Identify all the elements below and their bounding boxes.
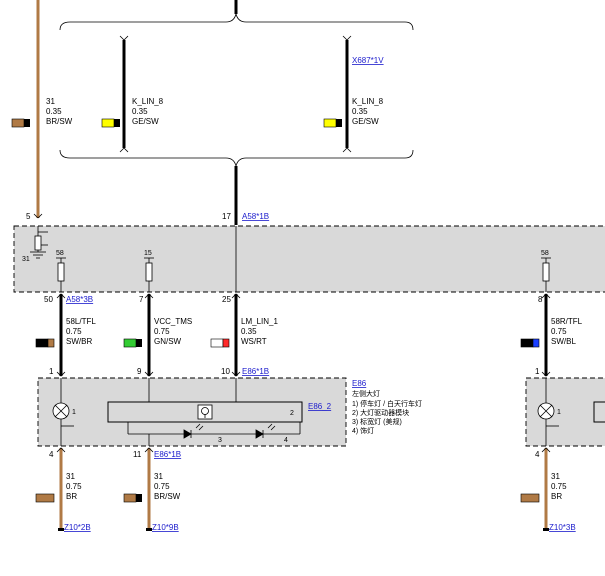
connector-z10-2b-link[interactable]: Z10*2B [64,523,91,532]
connector-a58-1b-link[interactable]: A58*1B [242,212,269,221]
connector-e86-2-link[interactable]: E86_2 [308,402,332,411]
driver-icon [197,404,213,420]
wire-color-swatch-br-sw-top [11,118,30,128]
connector-x687-link[interactable]: X687*1V [352,56,384,65]
led-icon-3 [183,423,204,439]
lamp-icon-right [537,378,559,446]
wire-label-58r-2: 0.75 [551,327,567,336]
wire-color-swatch-br-right [520,493,540,503]
pin-25: 25 [222,295,231,304]
wire-label-gnd-left-3: BR [66,492,77,501]
wire-color-swatch-br-sw-mid [123,493,142,503]
wire-label-58l-2: 0.75 [66,327,82,336]
e86-pin-1: 1 [72,409,76,416]
wire-label-gnd-right-1: 31 [551,472,560,481]
wire-label-k-lin-right-3: GE/SW [352,117,379,126]
wire-label-vcc-2: 0.75 [154,327,170,336]
pin-10: 10 [221,367,230,376]
pin-4-right: 4 [535,450,540,459]
e86-pin-2: 2 [290,410,294,417]
wire-label-gnd-right-2: 0.75 [551,482,567,491]
component-e86-item-4: 4) 饰灯 [352,426,374,435]
lamp-icon [52,378,74,446]
wire-label-vcc-3: GN/SW [154,337,182,346]
wire-label-gnd-mid-3: BR/SW [154,492,181,501]
pin-9: 9 [137,367,142,376]
fuse-58-right [541,257,551,292]
fuse-58-right-label: 58 [541,250,549,257]
module-ground-31 [30,226,48,259]
wire-label-58r-1: 58R/TFL [551,317,583,326]
wire-label-lm-lin-1: LM_LIN_1 [241,317,278,326]
wire-label-31-top-2: 0.35 [46,107,62,116]
pin-8: 8 [538,295,543,304]
pin-1-right: 1 [535,367,540,376]
wire-31-arrow [33,213,43,219]
fuse-15-label: 15 [144,250,152,257]
wire-label-gnd-right-3: BR [551,492,562,501]
component-e86-item-1: 1) 停车灯 / 白天行车灯 [352,399,422,408]
wire-color-swatch-br-left [35,493,55,503]
pin-50: 50 [44,295,53,304]
wire-color-swatch-ws-rt [210,338,230,348]
pin-11: 11 [133,450,142,459]
wire-color-swatch-ge-sw-left [101,118,120,128]
led-branches [127,422,301,446]
lin-bus-bracket [59,13,414,167]
wire-color-swatch-ge-sw-right [323,118,342,128]
component-e86-id[interactable]: E86 [352,379,367,388]
connector-e86-1b-top-link[interactable]: E86*1B [242,367,269,376]
fuse-58-left-label: 58 [56,250,64,257]
wire-arrows-mid [56,293,551,377]
fuse-58-left [56,257,66,292]
e86-pin-3: 3 [218,437,222,444]
wire-label-gnd-mid-1: 31 [154,472,163,481]
pin-17: 17 [222,212,231,221]
module-a58 [13,225,605,293]
pin-7: 7 [139,295,144,304]
component-e86-title: 左侧大灯 [352,389,380,398]
wire-label-vcc-1: VCC_TMS [154,317,192,326]
connector-z10-3b-link[interactable]: Z10*3B [549,523,576,532]
wire-label-gnd-left-1: 31 [66,472,75,481]
wire-color-swatch-gn-sw [123,338,142,348]
pin-1-left: 1 [49,367,54,376]
wire-k-lin-right[interactable] [342,35,352,153]
wire-label-lm-lin-3: WS/RT [241,337,267,346]
wire-label-gnd-mid-2: 0.75 [154,482,170,491]
ground-terminal-icons [58,528,549,531]
wire-label-58l-3: SW/BR [66,337,92,346]
connector-e86-1b-bottom-link[interactable]: E86*1B [154,450,181,459]
led-icon-4 [255,423,276,439]
wire-label-k-lin-left-3: GE/SW [132,117,159,126]
wire-label-gnd-left-2: 0.75 [66,482,82,491]
component-e86-item-2: 2) 大灯驱动器模块 [352,408,409,417]
wire-label-lm-lin-2: 0.35 [241,327,257,336]
fuse-15 [144,257,154,292]
wire-label-k-lin-right-2: 0.35 [352,107,368,116]
wire-color-swatch-sw-bl [520,338,540,348]
wire-color-swatch-sw-br [35,338,55,348]
e86-pin-4: 4 [284,437,288,444]
pin-5: 5 [26,212,31,221]
wire-arrows-bottom [56,447,551,453]
wire-label-31-top-3: BR/SW [46,117,73,126]
wire-label-k-lin-right-1: K_LIN_8 [352,97,384,106]
wire-label-31-top-1: 31 [46,97,55,106]
wire-label-58l-1: 58L/TFL [66,317,96,326]
component-e86-item-3: 3) 标宽灯 (美规) [352,417,402,426]
pin-4-left: 4 [49,450,54,459]
e86-right-pin-1: 1 [557,409,561,416]
right-driver-module [593,401,605,423]
wire-label-k-lin-left-2: 0.35 [132,107,148,116]
wire-label-k-lin-left-1: K_LIN_8 [132,97,164,106]
connector-z10-9b-link[interactable]: Z10*9B [152,523,179,532]
connector-a58-3b-link[interactable]: A58*3B [66,295,93,304]
wire-label-58r-3: SW/BL [551,337,576,346]
wire-k-lin-left[interactable] [119,35,129,153]
pin-31-side: 31 [22,256,30,263]
